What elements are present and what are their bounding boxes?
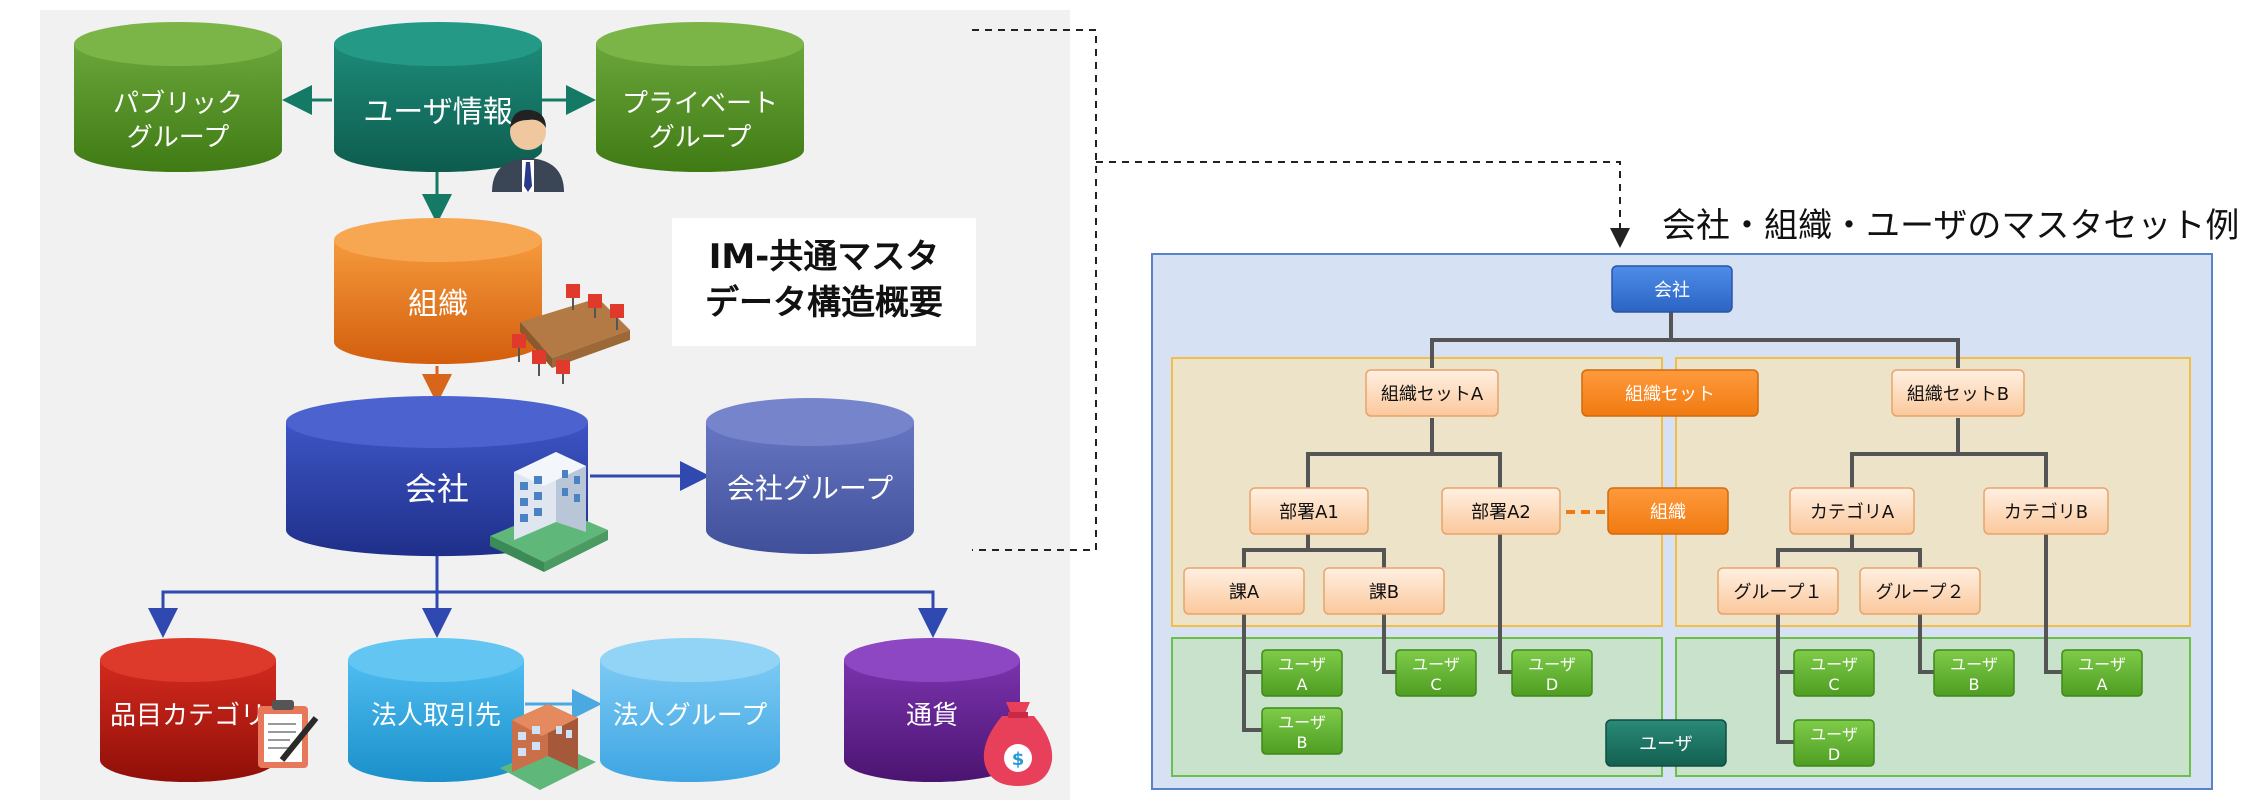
label-user: ユーザ — [1639, 734, 1693, 755]
node-section-b: 課B — [1323, 567, 1445, 615]
user-box-right-d: ユーザ D — [1793, 719, 1875, 767]
label-public-group-2: グループ — [127, 123, 229, 153]
cylinder-corporate-group: 法人グループ — [600, 638, 780, 782]
cylinder-currency: 通貨 — [844, 638, 1020, 782]
label-user-info: ユーザ情報 — [363, 95, 512, 130]
node-group-2: グループ２ — [1859, 567, 1981, 615]
right-diagram-title: 会社・組織・ユーザのマスタセット例 — [1662, 206, 2240, 246]
building-icon — [490, 452, 608, 572]
arrow-company-to-currency — [437, 590, 948, 638]
node-section-a: 課A — [1183, 567, 1305, 615]
label-dept-a1: 部署A1 — [1279, 502, 1339, 523]
user-word: ユーザ — [1810, 655, 1858, 674]
label-org: 組織 — [1650, 502, 1686, 523]
user-letter: B — [1969, 675, 1980, 694]
im-title-line2: データ構造概要 — [705, 283, 943, 323]
label-category-b: カテゴリB — [2004, 502, 2088, 523]
label-organization: 組織 — [408, 287, 468, 322]
cylinder-company-group: 会社グループ — [706, 398, 914, 554]
cylinder-item-category: 品目カテゴリ — [100, 638, 276, 782]
label-dept-a2: 部署A2 — [1471, 502, 1531, 523]
label-corporate-client: 法人取引先 — [371, 701, 501, 731]
user-word: ユーザ — [1950, 655, 1998, 674]
node-category-a: カテゴリA — [1789, 487, 1915, 535]
label-group-2: グループ２ — [1876, 582, 1965, 603]
label-org-set-b: 組織セットB — [1907, 384, 2009, 405]
cylinder-private-group: プライベート グループ — [596, 22, 804, 172]
node-dept-a2: 部署A2 — [1441, 487, 1561, 535]
user-letter: A — [1297, 675, 1308, 694]
user-box-right-b: ユーザ B — [1933, 649, 2015, 697]
im-title-line1: IM-共通マスタ — [708, 237, 940, 277]
user-letter: C — [1430, 675, 1441, 694]
cylinder-company: 会社 — [286, 396, 588, 557]
cylinder-corporate-client: 法人取引先 — [348, 638, 524, 782]
label-group-1: グループ１ — [1734, 582, 1823, 603]
label-right-company: 会社 — [1654, 280, 1690, 301]
im-title-box — [672, 218, 976, 346]
user-box-left-b: ユーザ B — [1261, 707, 1343, 755]
person-icon — [492, 109, 564, 192]
node-dept-a1: 部署A1 — [1249, 487, 1369, 535]
node-company: 会社 — [1611, 265, 1733, 313]
label-private-group-2: グループ — [649, 123, 751, 153]
office-building-icon — [500, 704, 596, 790]
cylinder-user-info: ユーザ情報 — [334, 22, 542, 172]
label-org-set-a: 組織セットA — [1381, 384, 1484, 405]
user-box-right-a: ユーザ A — [2061, 649, 2143, 697]
label-private-group-1: プライベート — [622, 89, 778, 119]
label-currency: 通貨 — [906, 701, 958, 731]
node-category-b: カテゴリB — [1983, 487, 2109, 535]
left-connectors — [148, 85, 948, 719]
cylinder-public-group: パブリック グループ — [74, 22, 282, 172]
node-org-set-b: 組織セットB — [1891, 369, 2025, 417]
im-title: IM-共通マスタ データ構造概要 — [672, 234, 976, 326]
user-word: ユーザ — [2078, 655, 2126, 674]
node-group-1: グループ１ — [1717, 567, 1839, 615]
user-letter: D — [1828, 745, 1840, 764]
user-word: ユーザ — [1412, 655, 1460, 674]
user-letter: C — [1828, 675, 1839, 694]
label-section-b: 課B — [1369, 582, 1399, 603]
user-letter: A — [2097, 675, 2108, 694]
user-box-right-c: ユーザ C — [1793, 649, 1875, 697]
dashed-link — [972, 29, 1630, 551]
label-section-a: 課A — [1229, 582, 1260, 603]
label-public-group-1: パブリック — [113, 89, 243, 119]
user-letter: B — [1297, 733, 1308, 752]
node-user-label: ユーザ — [1605, 719, 1727, 767]
clipboard-icon — [258, 700, 319, 768]
money-bag-icon: $ — [983, 702, 1053, 786]
user-word: ユーザ — [1278, 655, 1326, 674]
label-company-group: 会社グループ — [727, 472, 893, 505]
user-word: ユーザ — [1528, 655, 1576, 674]
meeting-table-icon — [512, 284, 630, 384]
label-org-set: 組織セット — [1625, 384, 1715, 405]
label-company: 会社 — [405, 470, 469, 508]
tree-lines — [1242, 312, 2062, 744]
label-item-category: 品目カテゴリ — [110, 701, 266, 731]
user-word: ユーザ — [1278, 713, 1326, 732]
node-org-set-label: 組織セット — [1581, 369, 1759, 417]
arrow-company-to-category — [148, 556, 439, 638]
user-box-left-c: ユーザ C — [1395, 649, 1477, 697]
user-word: ユーザ — [1810, 725, 1858, 744]
label-corporate-group: 法人グループ — [613, 701, 767, 731]
label-category-a: カテゴリA — [1810, 502, 1895, 523]
user-box-left-a: ユーザ A — [1261, 649, 1343, 697]
user-box-left-d: ユーザ D — [1511, 649, 1593, 697]
user-letter: D — [1546, 675, 1558, 694]
svg-text:$: $ — [1012, 749, 1025, 770]
node-org-label: 組織 — [1607, 487, 1729, 535]
cylinder-organization: 組織 — [334, 218, 542, 364]
node-org-set-a: 組織セットA — [1365, 369, 1499, 417]
